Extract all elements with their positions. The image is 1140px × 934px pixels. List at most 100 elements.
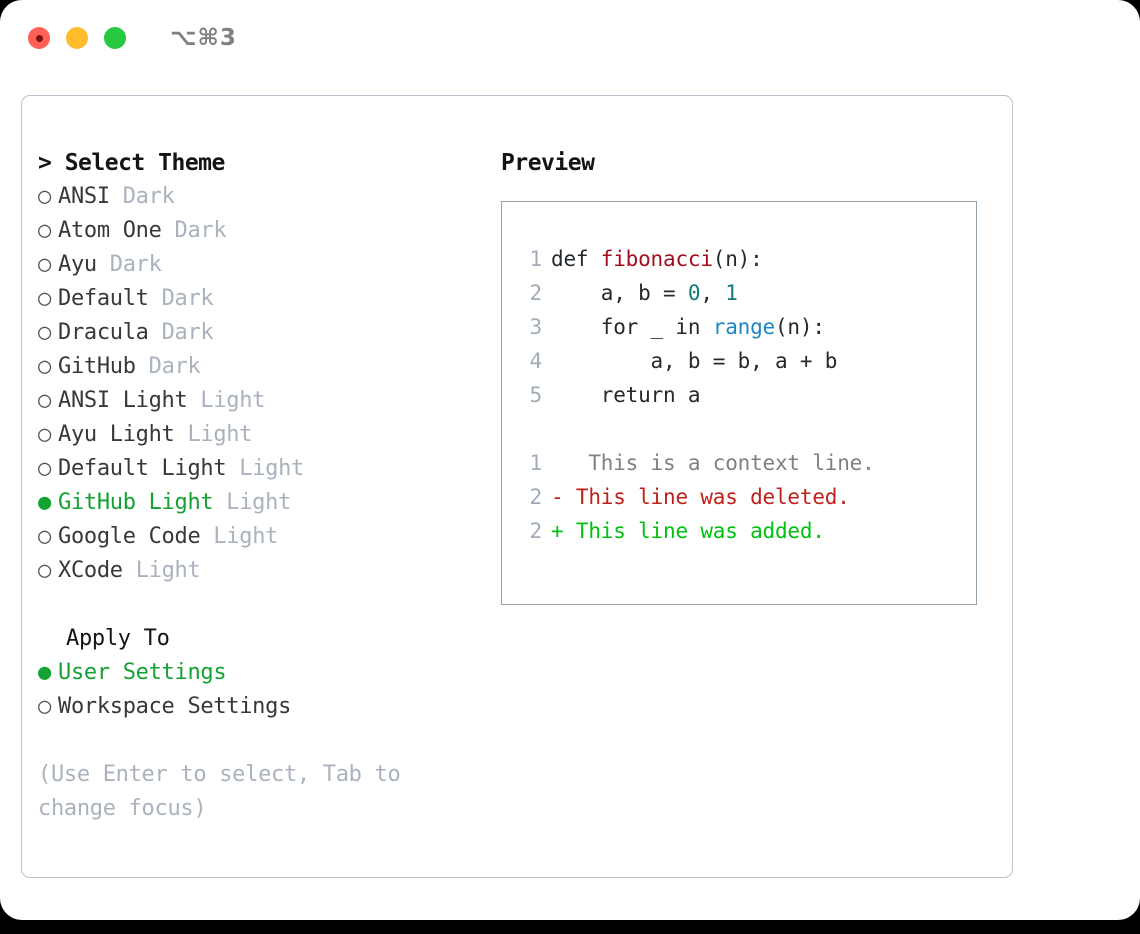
radio-unselected-icon: ○ [38,252,51,277]
apply-to-option-label: User Settings [58,660,227,685]
code-token-plain: a, b = [551,281,688,305]
minimize-button[interactable] [66,27,88,49]
theme-option-kind: Dark [174,218,227,243]
line-number: 1 [529,247,543,271]
code-token-num: 1 [725,281,738,305]
apply-to-option-label: Workspace Settings [58,694,292,719]
code-token-num: 0 [687,281,701,305]
theme-option-kind: Light [187,422,253,447]
radio-unselected-icon: ○ [38,558,51,583]
line-number: 2 [529,519,543,543]
theme-option-default[interactable]: ○Default Dark [38,282,478,316]
diff-block: 1 This is a context line.2- This line wa… [520,446,976,548]
line-number: 2 [529,281,543,305]
title-bar: ⌥⌘3 [0,0,1140,76]
radio-unselected-icon: ○ [38,184,51,209]
main-panel: > Select Theme ○ANSI Dark○Atom One Dark○… [21,95,1013,878]
theme-option-label: Dracula [58,320,149,345]
theme-option-label: GitHub Light [58,490,214,515]
diff-line-added: 2+ This line was added. [520,514,976,548]
theme-option-kind: Dark [109,252,162,277]
code-token-plain: def [551,247,601,271]
theme-option-atom-one[interactable]: ○Atom One Dark [38,214,478,248]
shortcut-label: ⌥⌘3 [170,25,237,51]
radio-unselected-icon: ○ [38,354,51,379]
radio-unselected-icon: ○ [38,388,51,413]
code-line: 5 return a [520,378,976,412]
code-token-fn: fibonacci [600,247,713,271]
theme-option-label: XCode [58,558,123,583]
preview-header: Preview [501,150,595,176]
theme-option-ayu[interactable]: ○ Ayu Dark [38,248,478,282]
maximize-button[interactable] [104,27,126,49]
theme-option-label: GitHub [58,354,136,379]
theme-option-kind: Dark [122,184,175,209]
apply-to-option-list: ● User Settings ○ Workspace Settings [38,656,478,724]
code-token-plain: a, b = b, a + b [551,349,838,373]
code-token-plain: (n): [712,247,763,271]
theme-option-kind: Light [135,558,201,583]
code-token-plain: return a [551,383,701,407]
apply-to-option-user-settings[interactable]: ● User Settings [38,656,478,690]
theme-option-ayu-light[interactable]: ○ Ayu Light Light [38,418,478,452]
theme-option-label: ANSI [58,184,110,209]
theme-option-ansi[interactable]: ○ ANSI Dark [38,180,478,214]
apply-to-option-workspace-settings[interactable]: ○ Workspace Settings [38,690,478,724]
code-line: 4 a, b = b, a + b [520,344,976,378]
diff-line-context: 1 This is a context line. [520,446,976,480]
radio-unselected-icon: ○ [38,422,51,447]
line-number: 4 [529,349,543,373]
theme-option-label: Ayu [58,252,97,277]
radio-unselected-icon: ○ [38,524,51,549]
line-number: 3 [529,315,543,339]
code-line: 1 def fibonacci(n): [520,242,976,276]
theme-option-kind: Dark [148,354,201,379]
code-line: 2 a, b = 0, 1 [520,276,976,310]
theme-option-dracula[interactable]: ○ Dracula Dark [38,316,478,350]
line-number: 1 [529,451,543,475]
code-token-plain: for _ in [551,315,713,339]
diff-marker: - [551,485,564,509]
theme-option-xcode[interactable]: ○ XCode Light [38,554,478,588]
theme-option-kind: Light [200,388,266,413]
radio-selected-icon: ● [38,660,51,685]
diff-marker [551,451,563,475]
theme-option-github[interactable]: ○ GitHub Dark [38,350,478,384]
code-token-plain: (n): [774,315,825,339]
theme-option-list: ○ANSI Dark○Atom One Dark○Ayu Dark○Defaul… [38,180,478,588]
line-number: 5 [529,383,543,407]
apply-to-header: Apply To [66,626,170,651]
theme-option-label: ANSI Light [58,388,188,413]
theme-option-label: Default [58,286,149,311]
diff-text: This line was deleted. [563,485,850,509]
code-diff-spacer [520,412,976,446]
theme-option-kind: Light [239,456,304,481]
theme-option-label: Atom One [58,218,162,243]
theme-option-default-light[interactable]: ○Default Light Light [38,452,478,486]
diff-line-deleted: 2- This line was deleted. [520,480,976,514]
theme-option-kind: Light [226,490,292,515]
theme-option-label: Google Code [58,524,201,549]
radio-unselected-icon: ○ [38,694,51,719]
close-button[interactable] [28,27,50,49]
line-number: 2 [529,485,543,509]
theme-option-github-light[interactable]: ●GitHub Light Light [38,486,478,520]
theme-option-ansi-light[interactable]: ○ ANSI Light Light [38,384,478,418]
theme-option-kind: Dark [161,286,214,311]
keyboard-hint: (Use Enter to select, Tab to change focu… [38,762,401,821]
theme-option-kind: Light [213,524,279,549]
select-theme-header: > Select Theme [38,150,225,176]
diff-text: This line was added. [563,519,825,543]
window-controls [28,27,126,49]
theme-option-google-code[interactable]: ○ Google Code Light [38,520,478,554]
close-icon [35,34,43,42]
diff-text: This is a context line. [563,451,875,475]
code-token-plain: , [700,281,726,305]
theme-option-label: Ayu Light [58,422,175,447]
theme-option-label: Default Light [58,456,227,481]
radio-unselected-icon: ○ [38,320,51,345]
theme-option-kind: Dark [161,320,214,345]
